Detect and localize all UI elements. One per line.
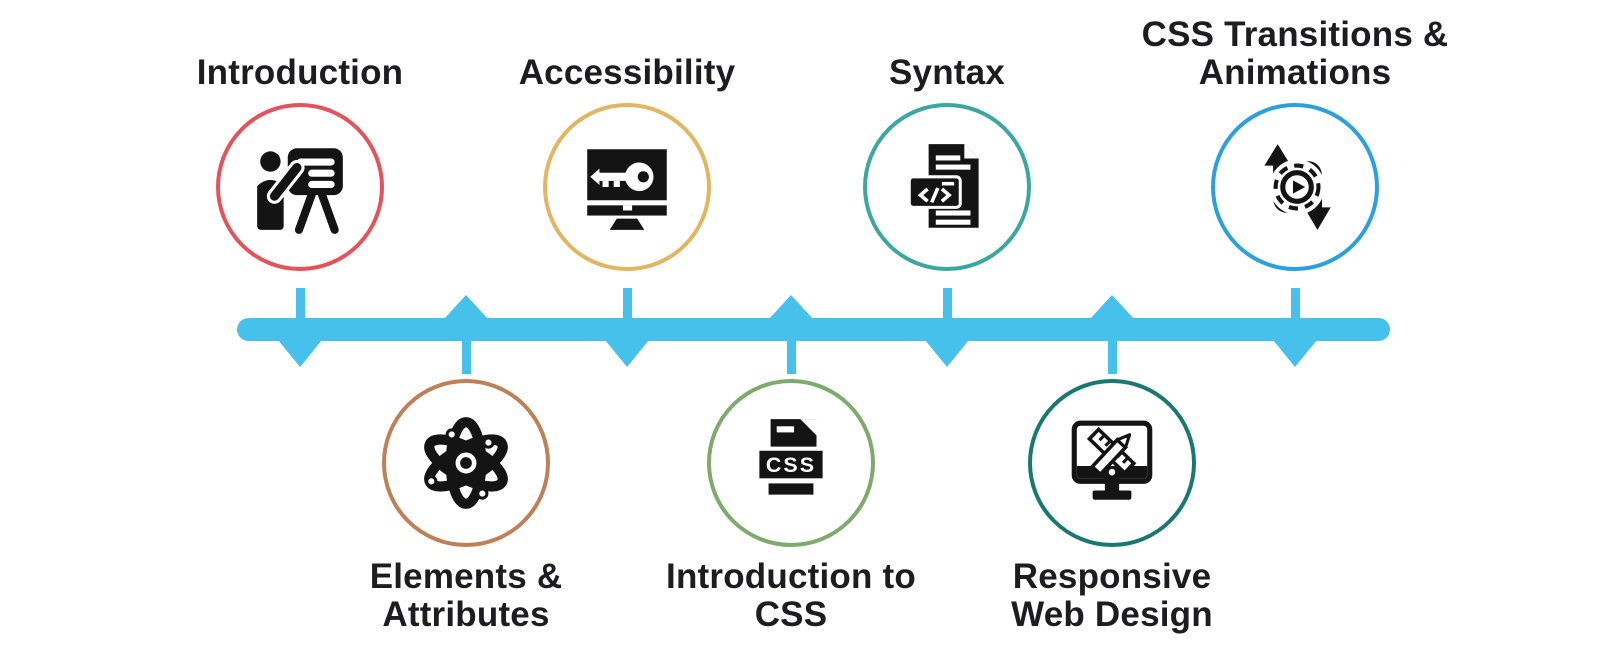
- connector-arrow-down: [605, 340, 649, 367]
- milestone-label: Responsive Web Design: [1011, 557, 1213, 634]
- milestone-label: Accessibility: [518, 53, 736, 92]
- presentation-icon: [257, 148, 343, 234]
- loop-play-icon: [1264, 144, 1331, 230]
- connector-stem: [295, 288, 305, 318]
- milestone-circle: CSS: [707, 379, 875, 547]
- timeline-bar: [237, 318, 1390, 341]
- connector-arrow-down: [1273, 340, 1317, 367]
- connector-stem: [461, 340, 471, 374]
- milestone-circle: [543, 103, 711, 271]
- milestone-label: Syntax: [889, 53, 1005, 92]
- milestone-label: CSS Transitions & Animations: [1141, 15, 1449, 92]
- milestone-circle: [1028, 379, 1196, 547]
- milestone-label: Introduction to CSS: [666, 557, 916, 634]
- milestone-circle: [863, 103, 1031, 271]
- milestone-circle: [1211, 103, 1379, 271]
- css-file-icon: CSS: [759, 419, 823, 495]
- connector-stem: [942, 288, 952, 318]
- atom-icon: [424, 417, 508, 509]
- connector-stem: [622, 288, 632, 318]
- milestone-label: Introduction: [196, 53, 404, 92]
- milestone-circle: [216, 103, 384, 271]
- connector-arrow-up: [1090, 295, 1134, 319]
- monitor-key-icon: [587, 149, 667, 230]
- connector-arrow-up: [769, 295, 813, 319]
- css-icon-text: CSS: [766, 453, 816, 477]
- connector-arrow-down: [278, 340, 322, 367]
- connector-stem: [1290, 288, 1300, 318]
- code-document-icon: [907, 144, 979, 228]
- design-monitor-icon: [1071, 420, 1153, 500]
- milestone-label: Elements & Attributes: [369, 557, 563, 634]
- connector-arrow-up: [444, 295, 488, 319]
- connector-arrow-down: [925, 340, 969, 367]
- milestone-circle: [382, 379, 550, 547]
- connector-stem: [786, 340, 796, 374]
- connector-stem: [1107, 340, 1117, 374]
